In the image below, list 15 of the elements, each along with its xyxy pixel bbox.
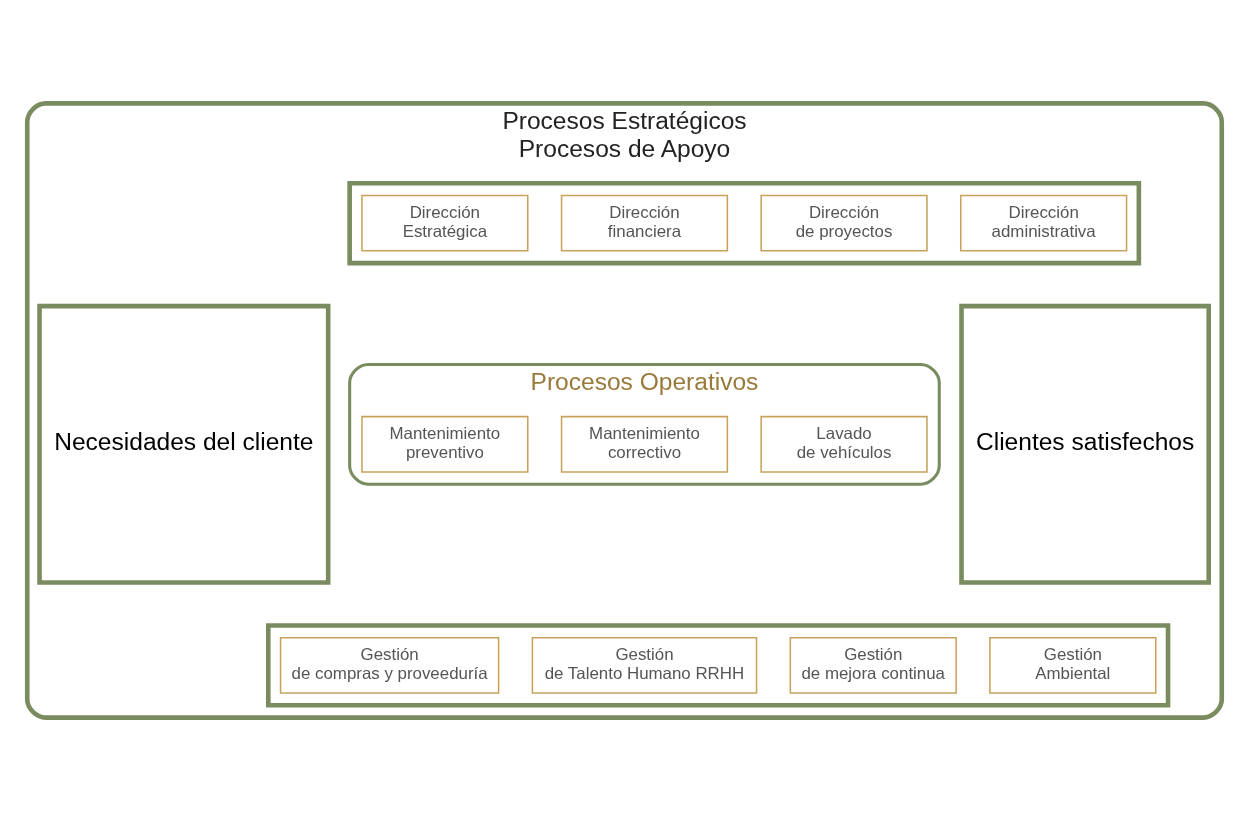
node-box: Gestión de Talento Humano RRHH bbox=[531, 636, 758, 694]
node-box: Dirección de proyectos bbox=[760, 194, 928, 252]
node-box: Dirección financiera bbox=[560, 194, 729, 252]
node-box: Clientes satisfechos bbox=[959, 303, 1211, 585]
cluster bbox=[266, 623, 1171, 708]
node-box: Gestión de mejora continua bbox=[789, 636, 957, 694]
node-box: Gestión Ambiental bbox=[989, 636, 1157, 694]
node-box: Gestión de compras y proveeduría bbox=[279, 636, 500, 694]
node-box: Lavado de vehículos bbox=[760, 415, 928, 473]
node-box: Necesidades del cliente bbox=[37, 303, 331, 585]
cluster bbox=[347, 180, 1142, 266]
node-box: Dirección Estratégica bbox=[361, 194, 529, 252]
node-box: Mantenimiento correctivo bbox=[560, 415, 729, 473]
node-box: Dirección administrativa bbox=[960, 194, 1128, 252]
node-box: Mantenimiento preventivo bbox=[361, 415, 529, 473]
